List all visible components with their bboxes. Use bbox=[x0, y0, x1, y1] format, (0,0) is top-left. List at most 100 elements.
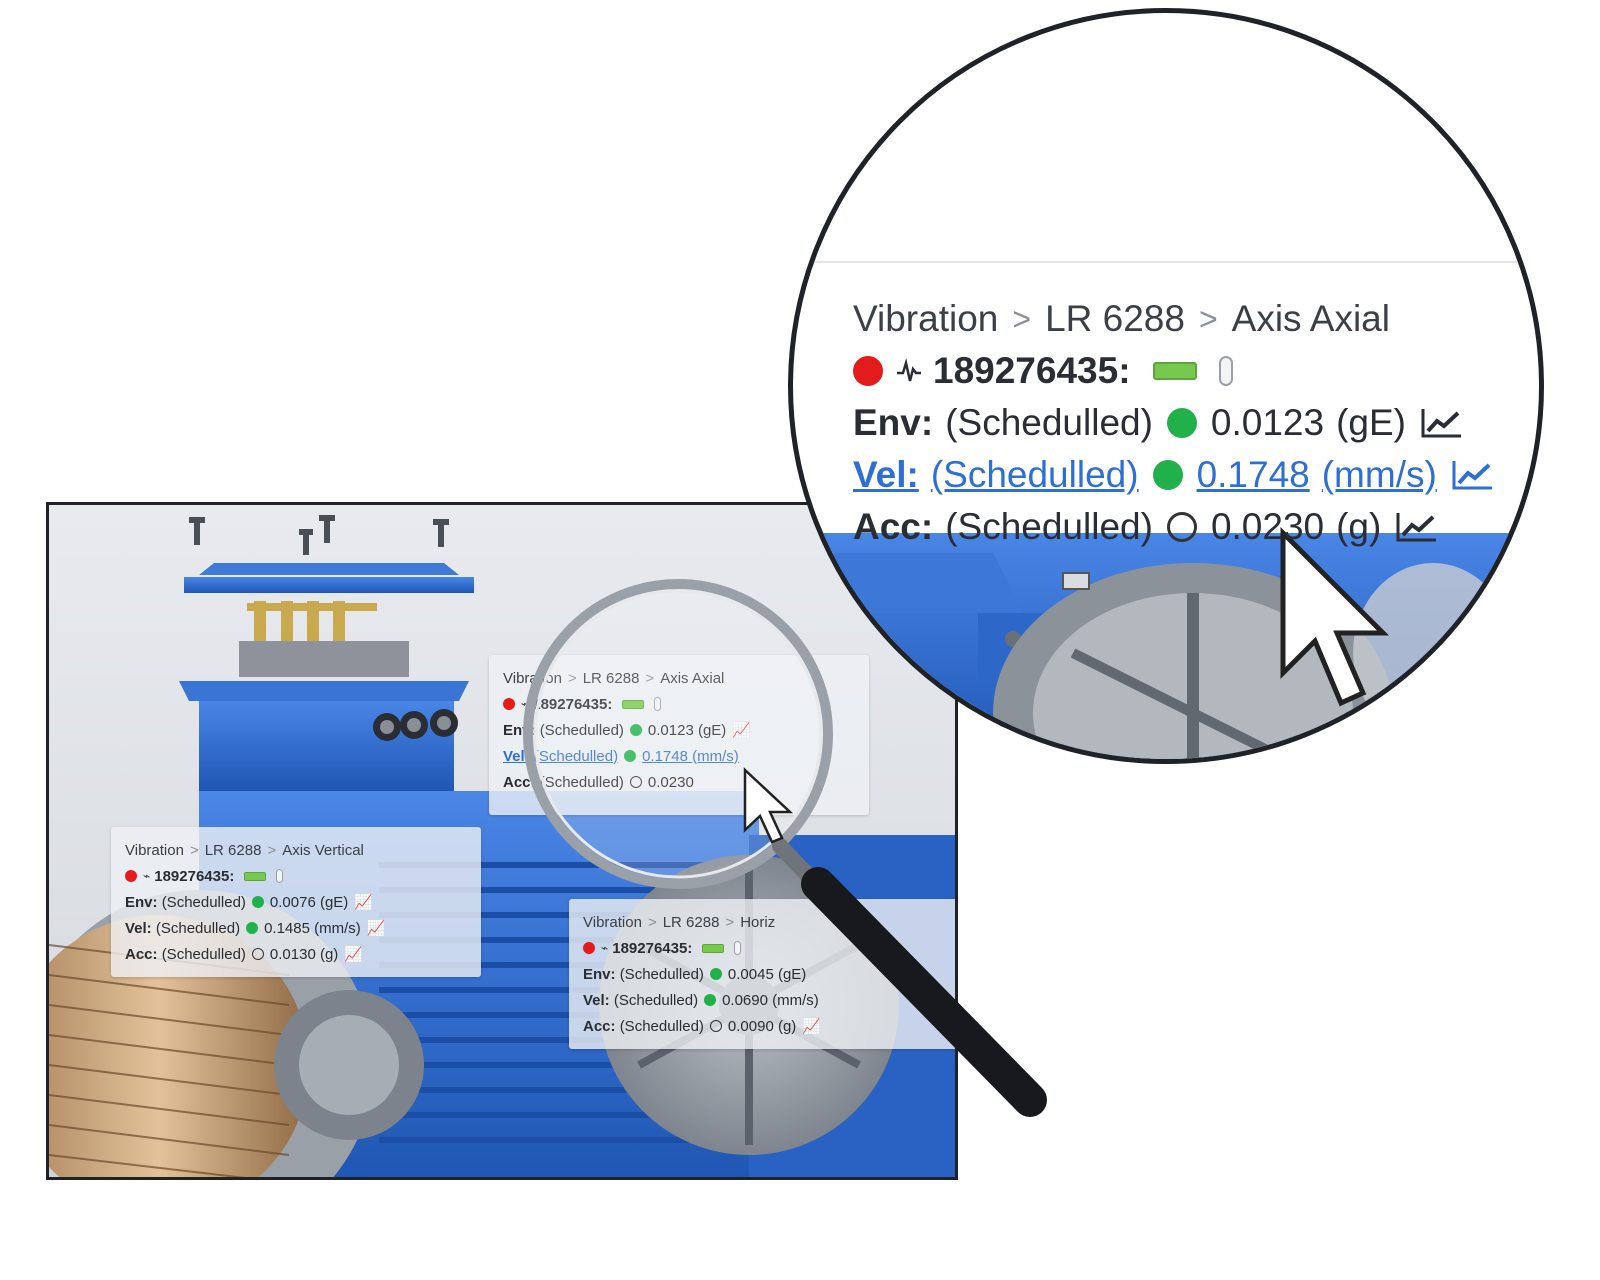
breadcrumb-item[interactable]: Axis Axial bbox=[660, 669, 725, 687]
sensor-id: 189276435: bbox=[612, 939, 693, 957]
battery-icon bbox=[244, 871, 267, 881]
sensor-header: ⌁ 189276435: bbox=[125, 863, 467, 889]
status-dot-icon bbox=[629, 724, 642, 736]
measurement-mode: (Schedulled) bbox=[539, 721, 624, 739]
status-dot-icon bbox=[1166, 408, 1197, 438]
status-dot-icon bbox=[624, 750, 637, 762]
measurement-value: 0.1748 bbox=[642, 747, 688, 765]
thermometer-icon bbox=[276, 869, 284, 883]
measurement-mode: (Schedulled) bbox=[613, 991, 699, 1009]
breadcrumb-item[interactable]: Axis Vertical bbox=[282, 841, 364, 859]
measurement-label: Acc: bbox=[125, 945, 158, 963]
measurement-row-env[interactable]: Env: (Schedulled) 0.0076 (gE) 📈 bbox=[125, 889, 467, 915]
thermometer-icon bbox=[1218, 356, 1233, 386]
sensor-id: 189276435: bbox=[154, 867, 235, 885]
breadcrumb: Vibration> LR 6288> Axis Axial bbox=[853, 298, 1390, 339]
trend-chart-icon[interactable] bbox=[1420, 407, 1464, 439]
breadcrumb: Vibration> LR 6288> Axis Vertical bbox=[125, 841, 364, 859]
measurement-row-acc[interactable]: Acc: (Schedulled) 0.0130 (g) 📈 bbox=[125, 941, 467, 967]
measurement-label: Env: bbox=[503, 721, 536, 739]
measurement-unit[interactable]: (mm/s) bbox=[1321, 454, 1437, 495]
measurement-value: 0.0076 bbox=[269, 893, 316, 911]
measurement-unit: (g) bbox=[777, 1017, 797, 1035]
trend-chart-icon[interactable]: 📈 bbox=[354, 894, 373, 911]
breadcrumb-item[interactable]: LR 6288 bbox=[204, 841, 262, 859]
status-dot-icon bbox=[709, 1020, 722, 1032]
measurement-mode: (Schedulled) bbox=[619, 1017, 704, 1035]
measurement-mode: (Schedulled) bbox=[533, 747, 619, 765]
motor-detail-illustration bbox=[793, 526, 1539, 759]
breadcrumb-item[interactable]: LR 6288 bbox=[1045, 298, 1185, 339]
status-dot-icon bbox=[251, 948, 264, 960]
status-dot-icon bbox=[125, 870, 137, 882]
measurement-mode: (Schedulled) bbox=[539, 773, 624, 791]
measurement-row-acc[interactable]: Acc: (Schedulled) 0.0230 bbox=[503, 769, 855, 795]
measurement-label: Acc: bbox=[853, 506, 934, 547]
measurement-row-vel[interactable]: Vel: (Schedulled) 0.1485 (mm/s) 📈 bbox=[125, 915, 467, 941]
cursor-icon bbox=[1280, 526, 1390, 707]
trend-chart-icon[interactable] bbox=[1395, 511, 1439, 543]
measurement-mode: (Schedulled) bbox=[161, 893, 246, 911]
measurement-unit: (gE) bbox=[777, 965, 807, 983]
status-dot-icon bbox=[709, 968, 722, 980]
measurement-mode[interactable]: (Schedulled) bbox=[930, 454, 1139, 495]
breadcrumb-item[interactable]: Vibration bbox=[503, 669, 562, 687]
breadcrumb: Vibration> LR 6288> Horiz bbox=[583, 913, 776, 931]
status-dot-icon bbox=[251, 896, 264, 908]
status-dot-icon bbox=[583, 942, 595, 954]
sensor-header: 189276435: bbox=[853, 345, 1495, 397]
measurement-mode: (Schedulled) bbox=[945, 506, 1153, 547]
breadcrumb-item[interactable]: LR 6288 bbox=[662, 913, 720, 931]
measurement-mode: (Schedulled) bbox=[619, 965, 704, 983]
measurement-unit: (gE) bbox=[697, 721, 727, 739]
trend-chart-icon[interactable]: 📈 bbox=[366, 920, 386, 937]
trend-chart-icon[interactable]: 📈 bbox=[344, 946, 363, 963]
measurement-label: Vel: bbox=[125, 919, 152, 937]
thermometer-icon bbox=[654, 697, 662, 711]
measurement-row-env[interactable]: Env: (Schedulled) 0.0123 (gE) bbox=[853, 397, 1495, 449]
breadcrumb-item[interactable]: Axis Axial bbox=[1231, 298, 1390, 339]
breadcrumb-item[interactable]: Vibration bbox=[583, 913, 642, 931]
measurement-row-env[interactable]: Env: (Schedulled) 0.0045 (gE) bbox=[583, 961, 947, 987]
sensor-id: 189276435: bbox=[933, 350, 1131, 391]
measurement-label: Vel: bbox=[503, 747, 530, 765]
measurement-label[interactable]: Vel: bbox=[853, 454, 919, 495]
trend-chart-icon[interactable]: 📈 bbox=[732, 722, 751, 739]
status-dot-icon bbox=[704, 994, 717, 1006]
breadcrumb-item[interactable]: Horiz bbox=[740, 913, 776, 931]
measurement-row-vel[interactable]: Vel: (Schedulled) 0.0690 (mm/s) bbox=[583, 987, 947, 1013]
waveform-icon: ⌁ bbox=[521, 697, 529, 711]
sensor-panel-zoomed[interactable]: Vibration> LR 6288> Axis Axial 189276435… bbox=[853, 293, 1495, 553]
sensor-panel-vertical[interactable]: Vibration> LR 6288> Axis Vertical ⌁ 1892… bbox=[111, 827, 481, 977]
measurement-row-acc[interactable]: Acc: (Schedulled) 0.0230 (g) bbox=[853, 501, 1495, 553]
measurement-value: 0.0130 bbox=[269, 945, 316, 963]
measurement-value: 0.1485 bbox=[264, 919, 310, 937]
measurement-value: 0.0045 bbox=[727, 965, 774, 983]
thermometer-icon bbox=[734, 941, 742, 955]
trend-chart-icon[interactable] bbox=[1451, 459, 1495, 491]
measurement-row-vel[interactable]: Vel: (Schedulled) 0.1748 (mm/s) bbox=[853, 449, 1495, 501]
breadcrumb-item[interactable]: Vibration bbox=[853, 298, 999, 339]
trend-chart-icon[interactable]: 📈 bbox=[802, 1018, 821, 1035]
measurement-label: Acc: bbox=[503, 773, 536, 791]
measurement-label: Acc: bbox=[583, 1017, 616, 1035]
status-dot-icon bbox=[853, 356, 883, 386]
measurement-label: Env: bbox=[853, 402, 934, 443]
measurement-unit: (g) bbox=[319, 945, 339, 963]
breadcrumb-item[interactable]: LR 6288 bbox=[582, 669, 640, 687]
measurement-row-acc[interactable]: Acc: (Schedulled) 0.0090 (g) 📈 bbox=[583, 1013, 947, 1039]
measurement-mode: (Schedulled) bbox=[155, 919, 241, 937]
measurement-value[interactable]: 0.1748 bbox=[1196, 454, 1310, 495]
measurement-mode: (Schedulled) bbox=[945, 402, 1153, 443]
sensor-panel-horizontal[interactable]: Vibration> LR 6288> Horiz ⌁ 189276435: E… bbox=[569, 899, 955, 1049]
sensor-header: ⌁ 189276435: bbox=[583, 935, 947, 961]
status-dot-icon bbox=[629, 776, 642, 788]
zoom-callout: Vibration> LR 6288> Axis Axial 189276435… bbox=[788, 8, 1544, 764]
measurement-unit: (gE) bbox=[319, 893, 349, 911]
measurement-value: 0.0230 bbox=[647, 773, 694, 791]
breadcrumb-item[interactable]: Vibration bbox=[125, 841, 184, 859]
waveform-icon bbox=[897, 358, 921, 382]
measurement-value: 0.0090 bbox=[727, 1017, 774, 1035]
status-dot-icon bbox=[1152, 460, 1183, 490]
measurement-label: Env: bbox=[125, 893, 158, 911]
